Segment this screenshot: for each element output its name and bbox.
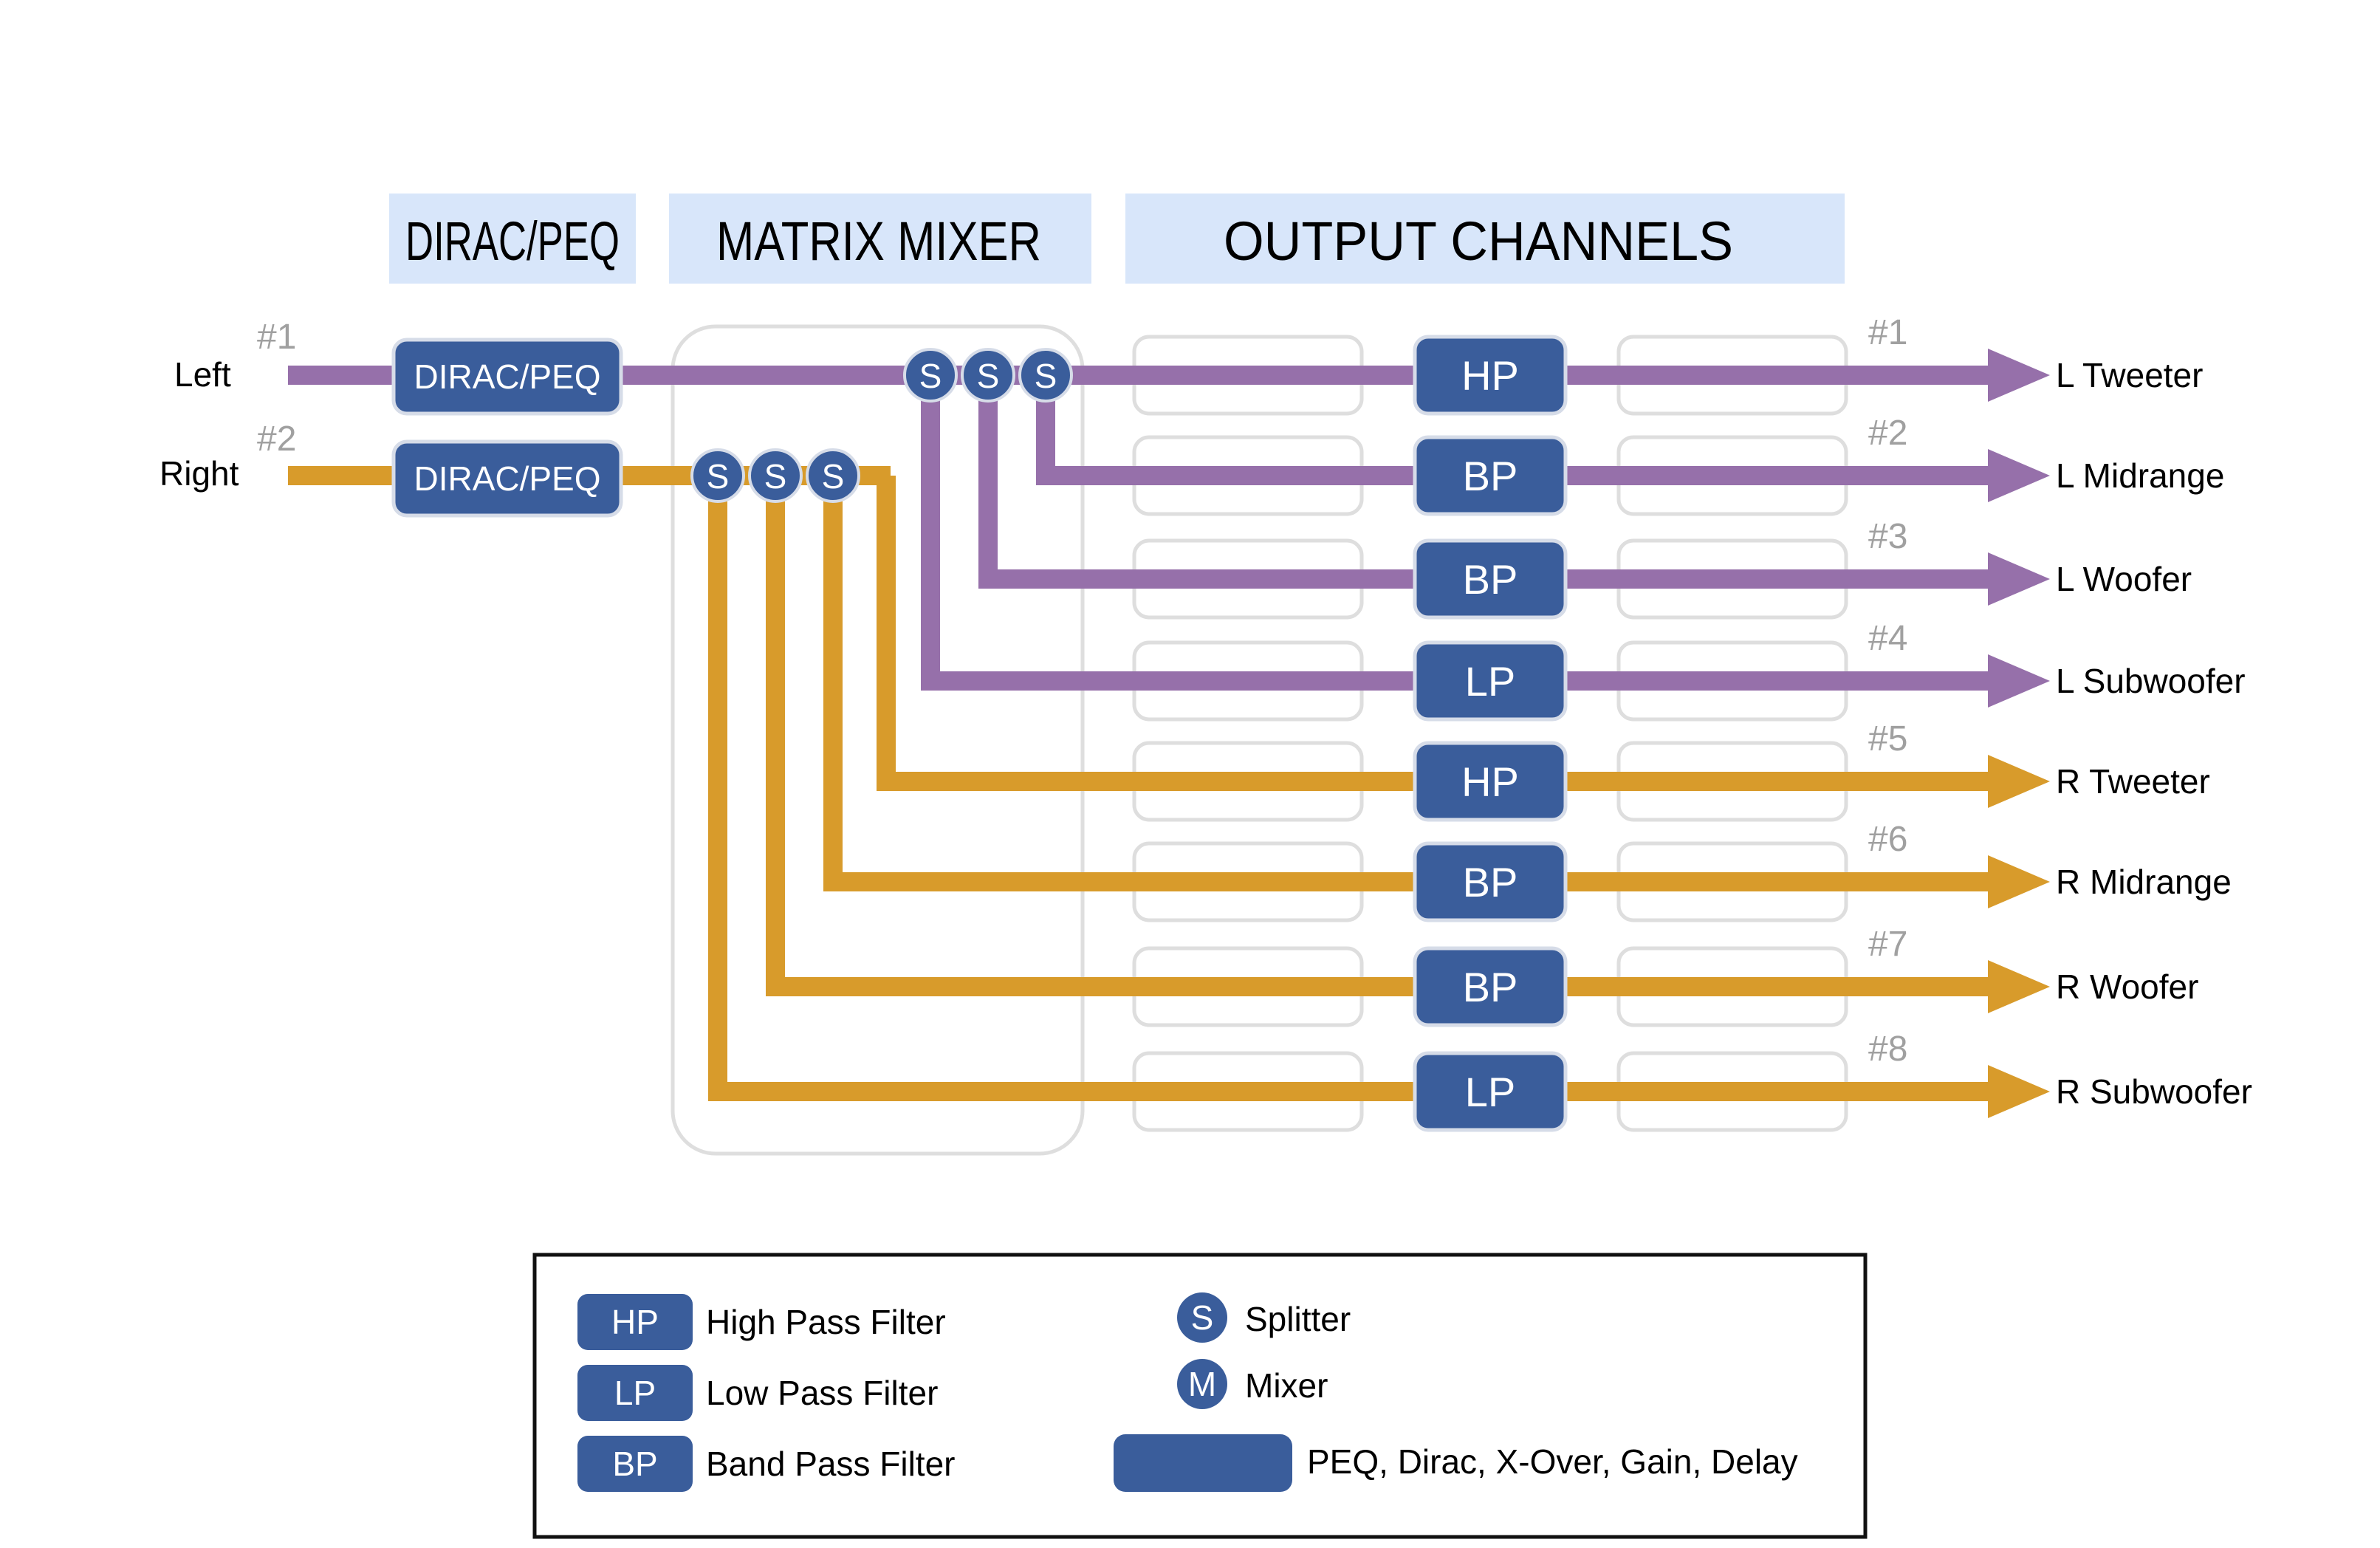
dirac-blocks: DIRAC/PEQ DIRAC/PEQ <box>391 338 623 518</box>
output-channel-number: #7 <box>1868 925 1907 964</box>
legend-splitter-icon <box>1177 1292 1227 1343</box>
legend-hp-badge-label: HP <box>611 1303 659 1341</box>
splitter-node[interactable] <box>1018 348 1073 403</box>
output-channel-number: #1 <box>1868 313 1907 352</box>
inputs: Left #1 Right #2 <box>160 318 296 493</box>
output-arrowhead <box>1988 552 2050 606</box>
output-arrowhead <box>1988 960 2050 1013</box>
input-left-label: Left <box>174 355 231 394</box>
legend-lp-badge <box>577 1365 693 1421</box>
legend-bp-badge-label: BP <box>612 1445 657 1483</box>
filter-block-label: BP <box>1463 964 1518 1010</box>
wire-right-route <box>766 476 1994 996</box>
filter-block-label: BP <box>1463 453 1518 499</box>
legend: HP High Pass Filter LP Low Pass Filter B… <box>532 1253 1868 1539</box>
filter-block-label: LP <box>1465 658 1516 705</box>
splitter-node-label: S <box>919 357 942 395</box>
output-channel-label: R Woofer <box>2056 968 2198 1006</box>
wire-right-route <box>877 476 1994 791</box>
header-matrix: MATRIX MIXER <box>716 210 1041 272</box>
filter-block-label: BP <box>1463 556 1518 603</box>
filter-block-lp[interactable] <box>1413 1051 1568 1132</box>
filter-block-bp[interactable] <box>1413 435 1568 516</box>
filter-block-hp[interactable] <box>1413 741 1568 822</box>
splitter-node-label: S <box>707 457 730 496</box>
legend-mixer-text: Mixer <box>1245 1366 1328 1405</box>
filter-block-label: HP <box>1461 352 1519 399</box>
wire-left-route <box>978 375 1994 589</box>
dirac-block-left-label: DIRAC/PEQ <box>414 357 600 396</box>
splitter-node[interactable] <box>806 448 860 503</box>
splitter-node[interactable] <box>748 448 803 503</box>
legend-mixer-icon <box>1177 1359 1227 1409</box>
legend-hp-text: High Pass Filter <box>706 1303 946 1341</box>
output-channel-label: R Subwoofer <box>2056 1072 2252 1111</box>
legend-splitter-badge-label: S <box>1191 1298 1214 1337</box>
output-channel-number: #5 <box>1868 719 1907 758</box>
wire-left-route <box>1036 375 1994 485</box>
output-arrowhead <box>1988 449 2050 502</box>
output-channel-label: L Woofer <box>2056 560 2192 598</box>
legend-lp-badge-label: LP <box>614 1374 656 1412</box>
input-right-number: #2 <box>257 419 296 459</box>
header-output-bg <box>1125 194 1845 284</box>
matrix-mixer-outline <box>671 324 1085 1156</box>
filter-block-bp[interactable] <box>1413 841 1568 922</box>
wire-left-route <box>921 375 1994 691</box>
splitter-node-label: S <box>977 357 1000 395</box>
output-channel-number: #4 <box>1868 619 1907 658</box>
wire-right-route <box>823 476 1994 891</box>
output-channel-number: #8 <box>1868 1030 1907 1069</box>
input-right-label: Right <box>160 454 239 493</box>
legend-hp-badge <box>577 1294 693 1350</box>
filter-block-bp[interactable] <box>1413 538 1568 620</box>
splitter-node-label: S <box>764 457 787 496</box>
header-dirac-bg <box>389 194 636 284</box>
legend-mixer-badge-label: M <box>1188 1365 1216 1403</box>
splitter-node-label: S <box>1035 357 1057 395</box>
wire-right-route <box>708 476 1994 1101</box>
output-arrowhead <box>1988 349 2050 402</box>
filter-block-label: BP <box>1463 859 1518 905</box>
output-arrowhead <box>1988 1065 2050 1118</box>
filter-block-lp[interactable] <box>1413 640 1568 722</box>
legend-lp-text: Low Pass Filter <box>706 1374 938 1412</box>
splitter-node[interactable] <box>690 448 745 503</box>
filter-block-hp[interactable] <box>1413 335 1568 416</box>
legend-block-text: PEQ, Dirac, X-Over, Gain, Delay <box>1307 1442 1798 1481</box>
output-channel-label: L Midrange <box>2056 456 2224 495</box>
output-channel-label: R Tweeter <box>2056 762 2210 801</box>
output-channel-label: R Midrange <box>2056 863 2232 901</box>
filter-block-bp[interactable] <box>1413 946 1568 1027</box>
legend-bp-badge <box>577 1436 693 1492</box>
header-matrix-bg <box>669 194 1091 284</box>
section-headers: DIRAC/PEQ MATRIX MIXER OUTPUT CHANNELS <box>389 194 1845 284</box>
output-channel-number: #2 <box>1868 414 1907 453</box>
output-arrowhead <box>1988 755 2050 808</box>
dirac-block-right-label: DIRAC/PEQ <box>414 459 600 498</box>
output-channel-label: L Subwoofer <box>2056 662 2246 700</box>
splitter-node[interactable] <box>961 348 1015 403</box>
splitter-node[interactable] <box>903 348 958 403</box>
output-channel-label: L Tweeter <box>2056 356 2203 394</box>
output-arrowhead <box>1988 654 2050 708</box>
dirac-block-left[interactable] <box>391 338 623 416</box>
legend-block-icon <box>1114 1434 1292 1492</box>
input-left-number: #1 <box>257 318 296 357</box>
filter-block-label: LP <box>1465 1069 1516 1115</box>
output-channel-number: #6 <box>1868 820 1907 859</box>
legend-splitter-text: Splitter <box>1245 1300 1351 1338</box>
dirac-block-right[interactable] <box>391 439 623 518</box>
output-arrowhead <box>1988 855 2050 908</box>
header-dirac: DIRAC/PEQ <box>405 210 620 272</box>
splitter-node-label: S <box>822 457 845 496</box>
filter-block-label: HP <box>1461 758 1519 805</box>
output-channel-number: #3 <box>1868 517 1907 556</box>
header-output: OUTPUT CHANNELS <box>1224 210 1733 272</box>
legend-bp-text: Band Pass Filter <box>706 1445 955 1483</box>
